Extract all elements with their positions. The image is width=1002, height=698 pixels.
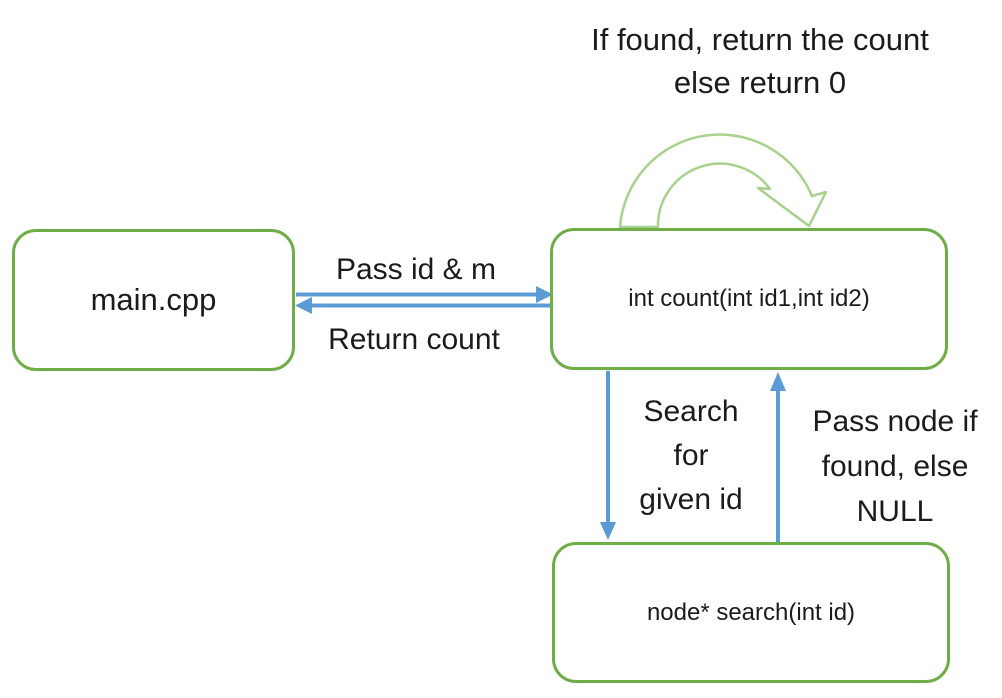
arrow-search-down [600, 371, 616, 540]
label-return-count: Return count [328, 324, 500, 355]
label-pass-id: Pass id & m [335, 253, 497, 286]
label-pass-node: Pass node if found, else NULL [812, 405, 978, 528]
node-search-function: node* search(int id) [552, 542, 950, 683]
node-main-cpp: main.cpp [12, 229, 295, 371]
node-search-function-label: node* search(int id) [646, 598, 856, 626]
arrow-pass-id [296, 286, 553, 303]
arrow-return-count [295, 297, 552, 314]
arrow-return-up [770, 372, 786, 542]
label-search-for: Search for given id [639, 395, 743, 516]
label-loop-note: If found, return the count else return 0 [591, 22, 929, 100]
node-count-function-label: int count(int id1,int id2) [628, 285, 870, 312]
self-loop-arrow [618, 133, 828, 229]
node-count-function: int count(int id1,int id2) [550, 228, 948, 370]
node-main-cpp-label: main.cpp [90, 282, 217, 317]
